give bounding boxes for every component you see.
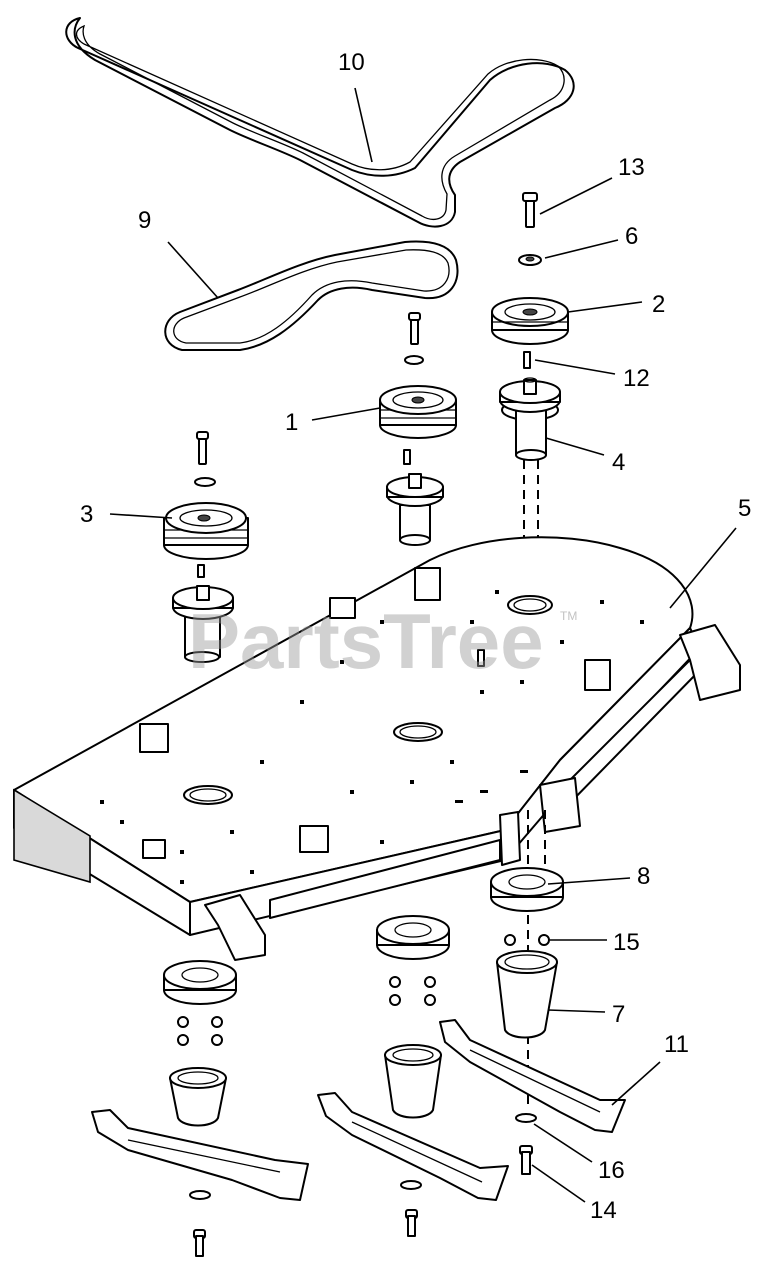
cup-7[interactable] [496,950,558,1039]
bolt-blade-left[interactable] [193,1229,206,1257]
deck-holes [100,590,644,884]
callout-10[interactable]: 10 [338,49,365,76]
callout-1[interactable]: 1 [285,409,298,436]
washer-blade-center[interactable] [400,1180,422,1190]
belt-10[interactable] [65,17,575,228]
belt-9[interactable] [164,240,459,351]
bearing-housing-8[interactable] [490,867,564,912]
callout-labels: 10 13 9 6 2 12 1 4 3 5 8 15 7 11 16 14 [80,49,751,1224]
nuts-left[interactable] [177,1016,223,1046]
blade-11[interactable] [439,1019,626,1133]
callout-9[interactable]: 9 [138,207,151,234]
spindle-left[interactable] [172,585,234,663]
bearing-housing-center[interactable] [376,915,450,960]
spindle-4[interactable] [499,377,561,461]
key-center[interactable] [403,449,411,465]
bolt-center[interactable] [408,312,421,345]
washer-6[interactable] [518,254,542,266]
watermark-text: PartsTree [188,597,544,685]
washer-left[interactable] [194,477,216,487]
deck-housing-5[interactable] [13,536,741,961]
callout-3[interactable]: 3 [80,501,93,528]
callout-8[interactable]: 8 [637,863,650,890]
callout-13[interactable]: 13 [618,154,645,181]
leader-lines [109,87,737,1203]
nuts-center[interactable] [389,976,436,1006]
pulley-1[interactable] [379,385,457,439]
blade-center[interactable] [317,1092,509,1201]
callout-11[interactable]: 11 [664,1031,689,1058]
washer-center[interactable] [404,355,424,365]
callout-7[interactable]: 7 [612,1001,625,1028]
cup-center[interactable] [384,1044,442,1119]
watermark-trademark: TM [560,609,577,623]
bolt-14[interactable] [519,1145,533,1175]
bolt-blade-center[interactable] [405,1209,418,1237]
callout-14[interactable]: 14 [590,1197,617,1224]
callout-15[interactable]: 15 [613,929,640,956]
spindle-center[interactable] [386,473,444,546]
key-12[interactable] [523,351,531,369]
bolt-13[interactable] [522,192,538,228]
callout-16[interactable]: 16 [598,1157,625,1184]
callout-4[interactable]: 4 [612,449,625,476]
washer-blade-left[interactable] [189,1190,211,1200]
key-left[interactable] [197,564,205,578]
bolt-left[interactable] [196,431,209,465]
callout-2[interactable]: 2 [652,291,665,318]
cup-left[interactable] [169,1067,227,1127]
blade-left[interactable] [91,1109,309,1201]
pulley-3[interactable] [163,502,249,560]
washer-16[interactable] [515,1113,537,1123]
callout-5[interactable]: 5 [738,495,751,522]
pulley-2[interactable] [491,297,569,345]
bearing-housing-left[interactable] [163,960,237,1005]
callout-6[interactable]: 6 [625,223,638,250]
callout-12[interactable]: 12 [623,365,650,392]
